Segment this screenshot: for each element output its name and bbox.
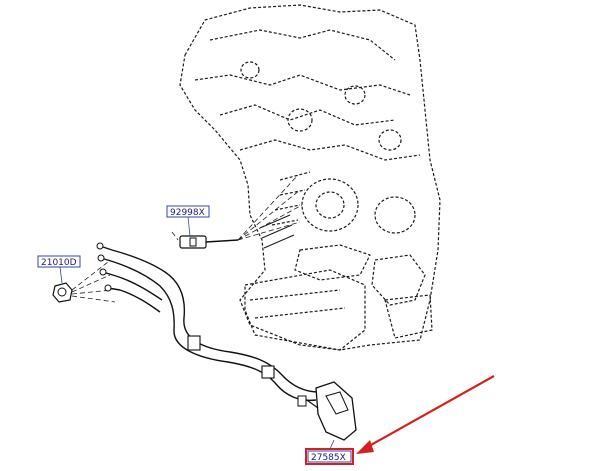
red-pointer-arrow <box>356 375 495 454</box>
engine-block <box>179 4 441 351</box>
nut-label[interactable]: 21010D <box>37 255 81 284</box>
glow-plug-part[interactable] <box>171 231 239 249</box>
glow-plug-label[interactable]: 92998X <box>166 205 210 237</box>
glow-plug-callouts <box>237 174 303 249</box>
nut-part[interactable] <box>52 261 116 303</box>
harness-label[interactable]: 27585X <box>305 439 354 465</box>
harness-label-text: 27585X <box>311 453 346 463</box>
harness-connector[interactable] <box>297 381 357 441</box>
nut-label-text: 21010D <box>41 258 77 268</box>
glow-plug-label-text: 92998X <box>170 208 205 218</box>
glow-plug-harness[interactable] <box>96 242 319 402</box>
highlight-box <box>305 448 354 465</box>
